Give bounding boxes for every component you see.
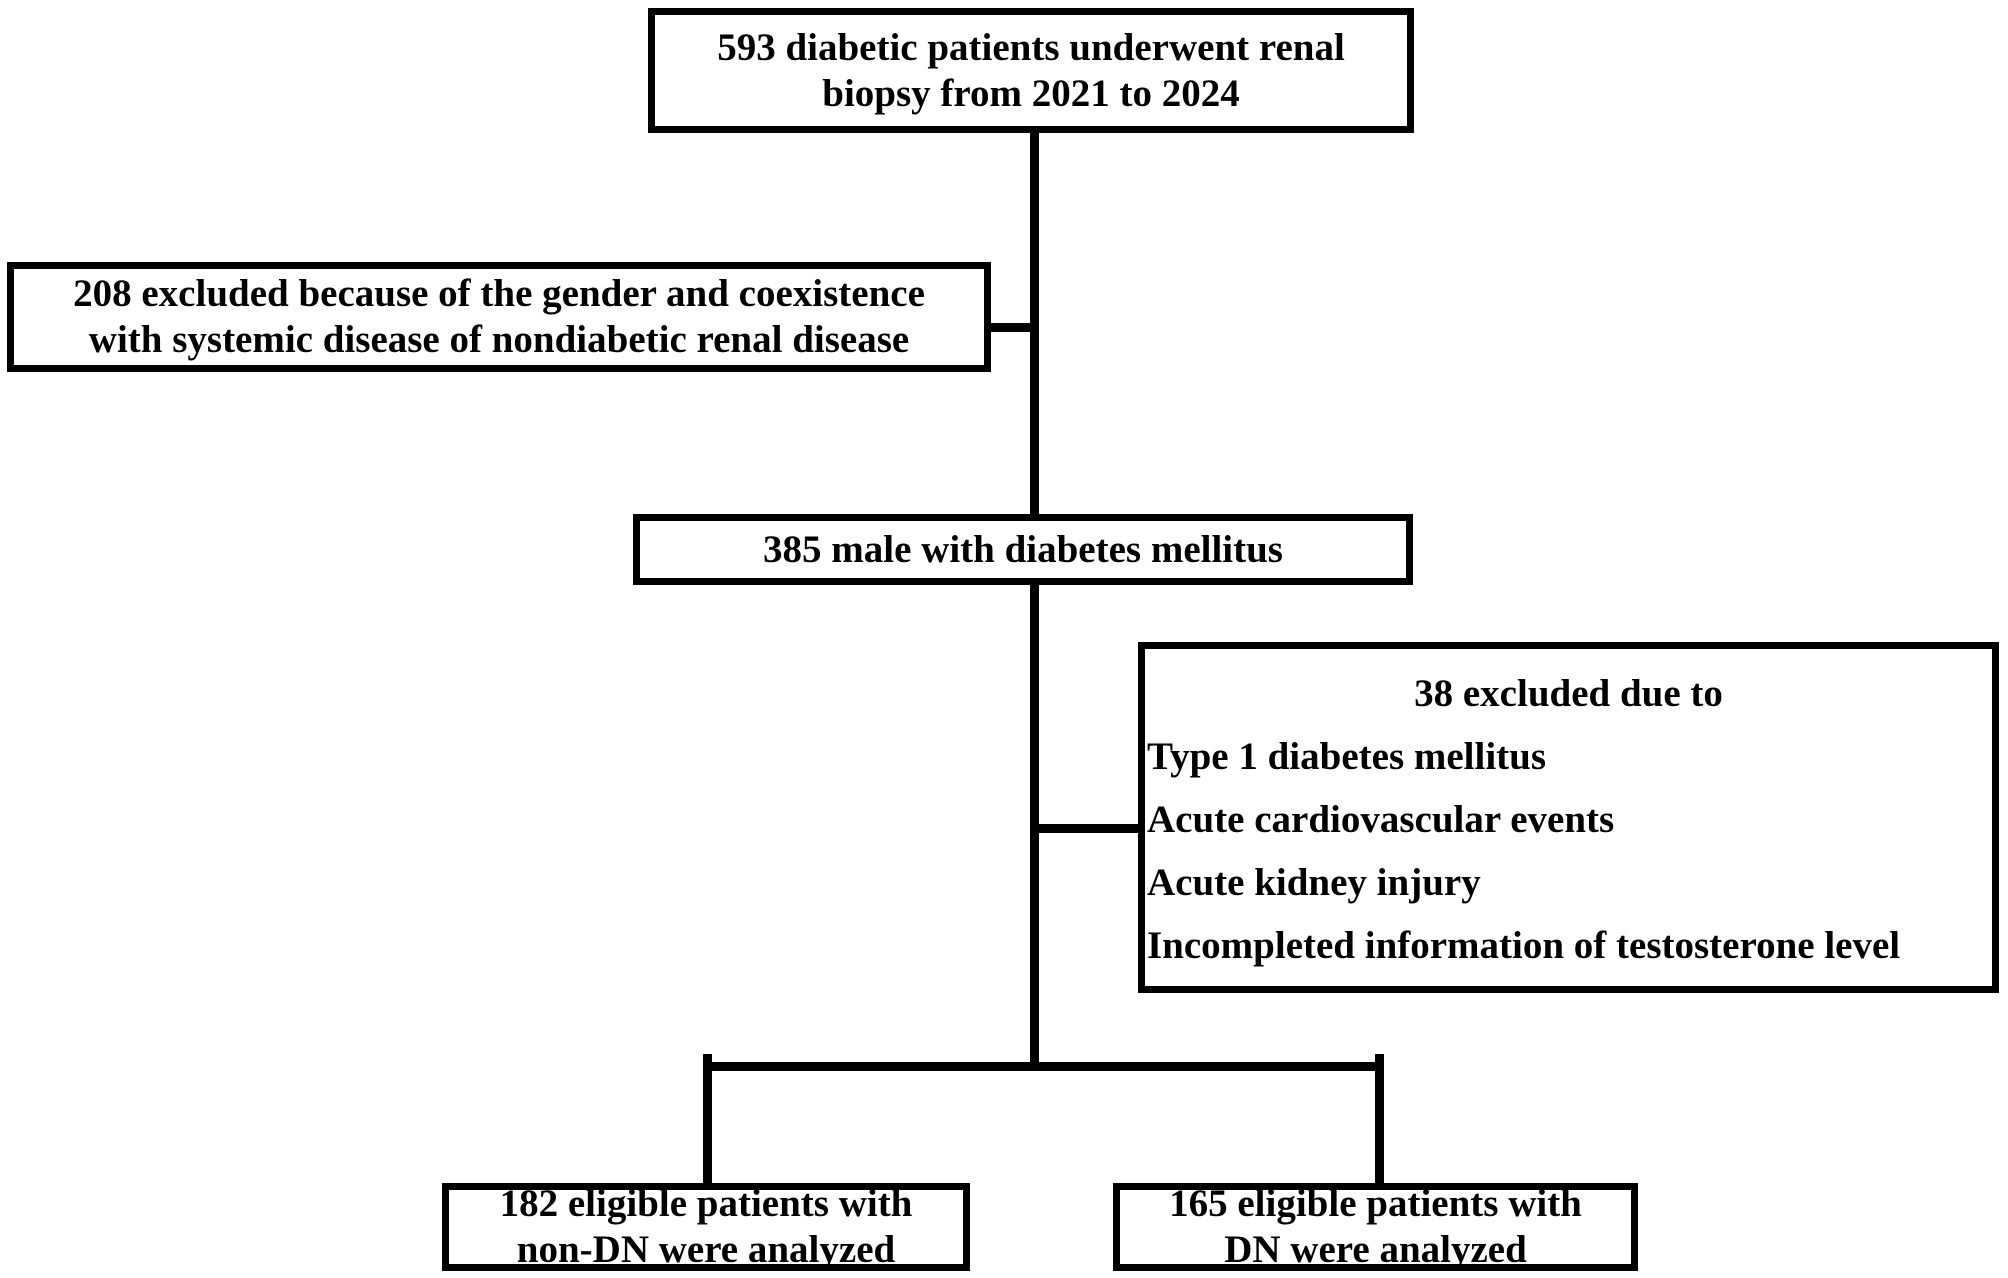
box-text-line: 593 diabetic patients underwent renal xyxy=(717,25,1345,69)
box-excluded-gender: 208 excluded because of the gender and c… xyxy=(7,262,991,372)
branch-horizontal xyxy=(703,1062,1384,1071)
connector-initial-to-male-vertical xyxy=(1030,125,1039,520)
exclusion-list-item: Acute cardiovascular events xyxy=(1147,797,1615,841)
box-text-line: 182 eligible patients with xyxy=(499,1182,913,1225)
connector-excluded-gender-horizontal xyxy=(986,323,1034,332)
box-non-dn-analyzed: 182 eligible patients with non-DN were a… xyxy=(442,1182,970,1271)
box-excluded-criteria: 38 excluded due to Type 1 diabetes melli… xyxy=(1138,642,1999,993)
box-text-line: biopsy from 2021 to 2024 xyxy=(822,71,1240,115)
box-text-line: 165 eligible patients with xyxy=(1169,1182,1582,1225)
box-text-line: 208 excluded because of the gender and c… xyxy=(73,272,925,315)
box-text-line: with systemic disease of nondiabetic ren… xyxy=(88,318,910,361)
branch-drop-left-vertical xyxy=(703,1054,712,1186)
box-text-line: non-DN were analyzed xyxy=(516,1228,896,1271)
box-male-diabetes: 385 male with diabetes mellitus xyxy=(633,514,1413,585)
exclusion-list-item: Type 1 diabetes mellitus xyxy=(1147,734,1547,778)
box-dn-analyzed: 165 eligible patients with DN were analy… xyxy=(1113,1182,1638,1271)
exclusion-list-item: Acute kidney injury xyxy=(1147,860,1481,904)
box-initial-cohort: 593 diabetic patients underwent renal bi… xyxy=(648,8,1414,133)
branch-drop-right-vertical xyxy=(1375,1054,1384,1186)
box-text-line: 385 male with diabetes mellitus xyxy=(763,527,1283,571)
exclusion-list-item: Incompleted information of testosterone … xyxy=(1147,923,1901,967)
box-text-line: DN were analyzed xyxy=(1224,1228,1527,1271)
connector-excluded-criteria-horizontal xyxy=(1030,824,1142,833)
exclusion-list-header: 38 excluded due to xyxy=(1414,672,1723,715)
